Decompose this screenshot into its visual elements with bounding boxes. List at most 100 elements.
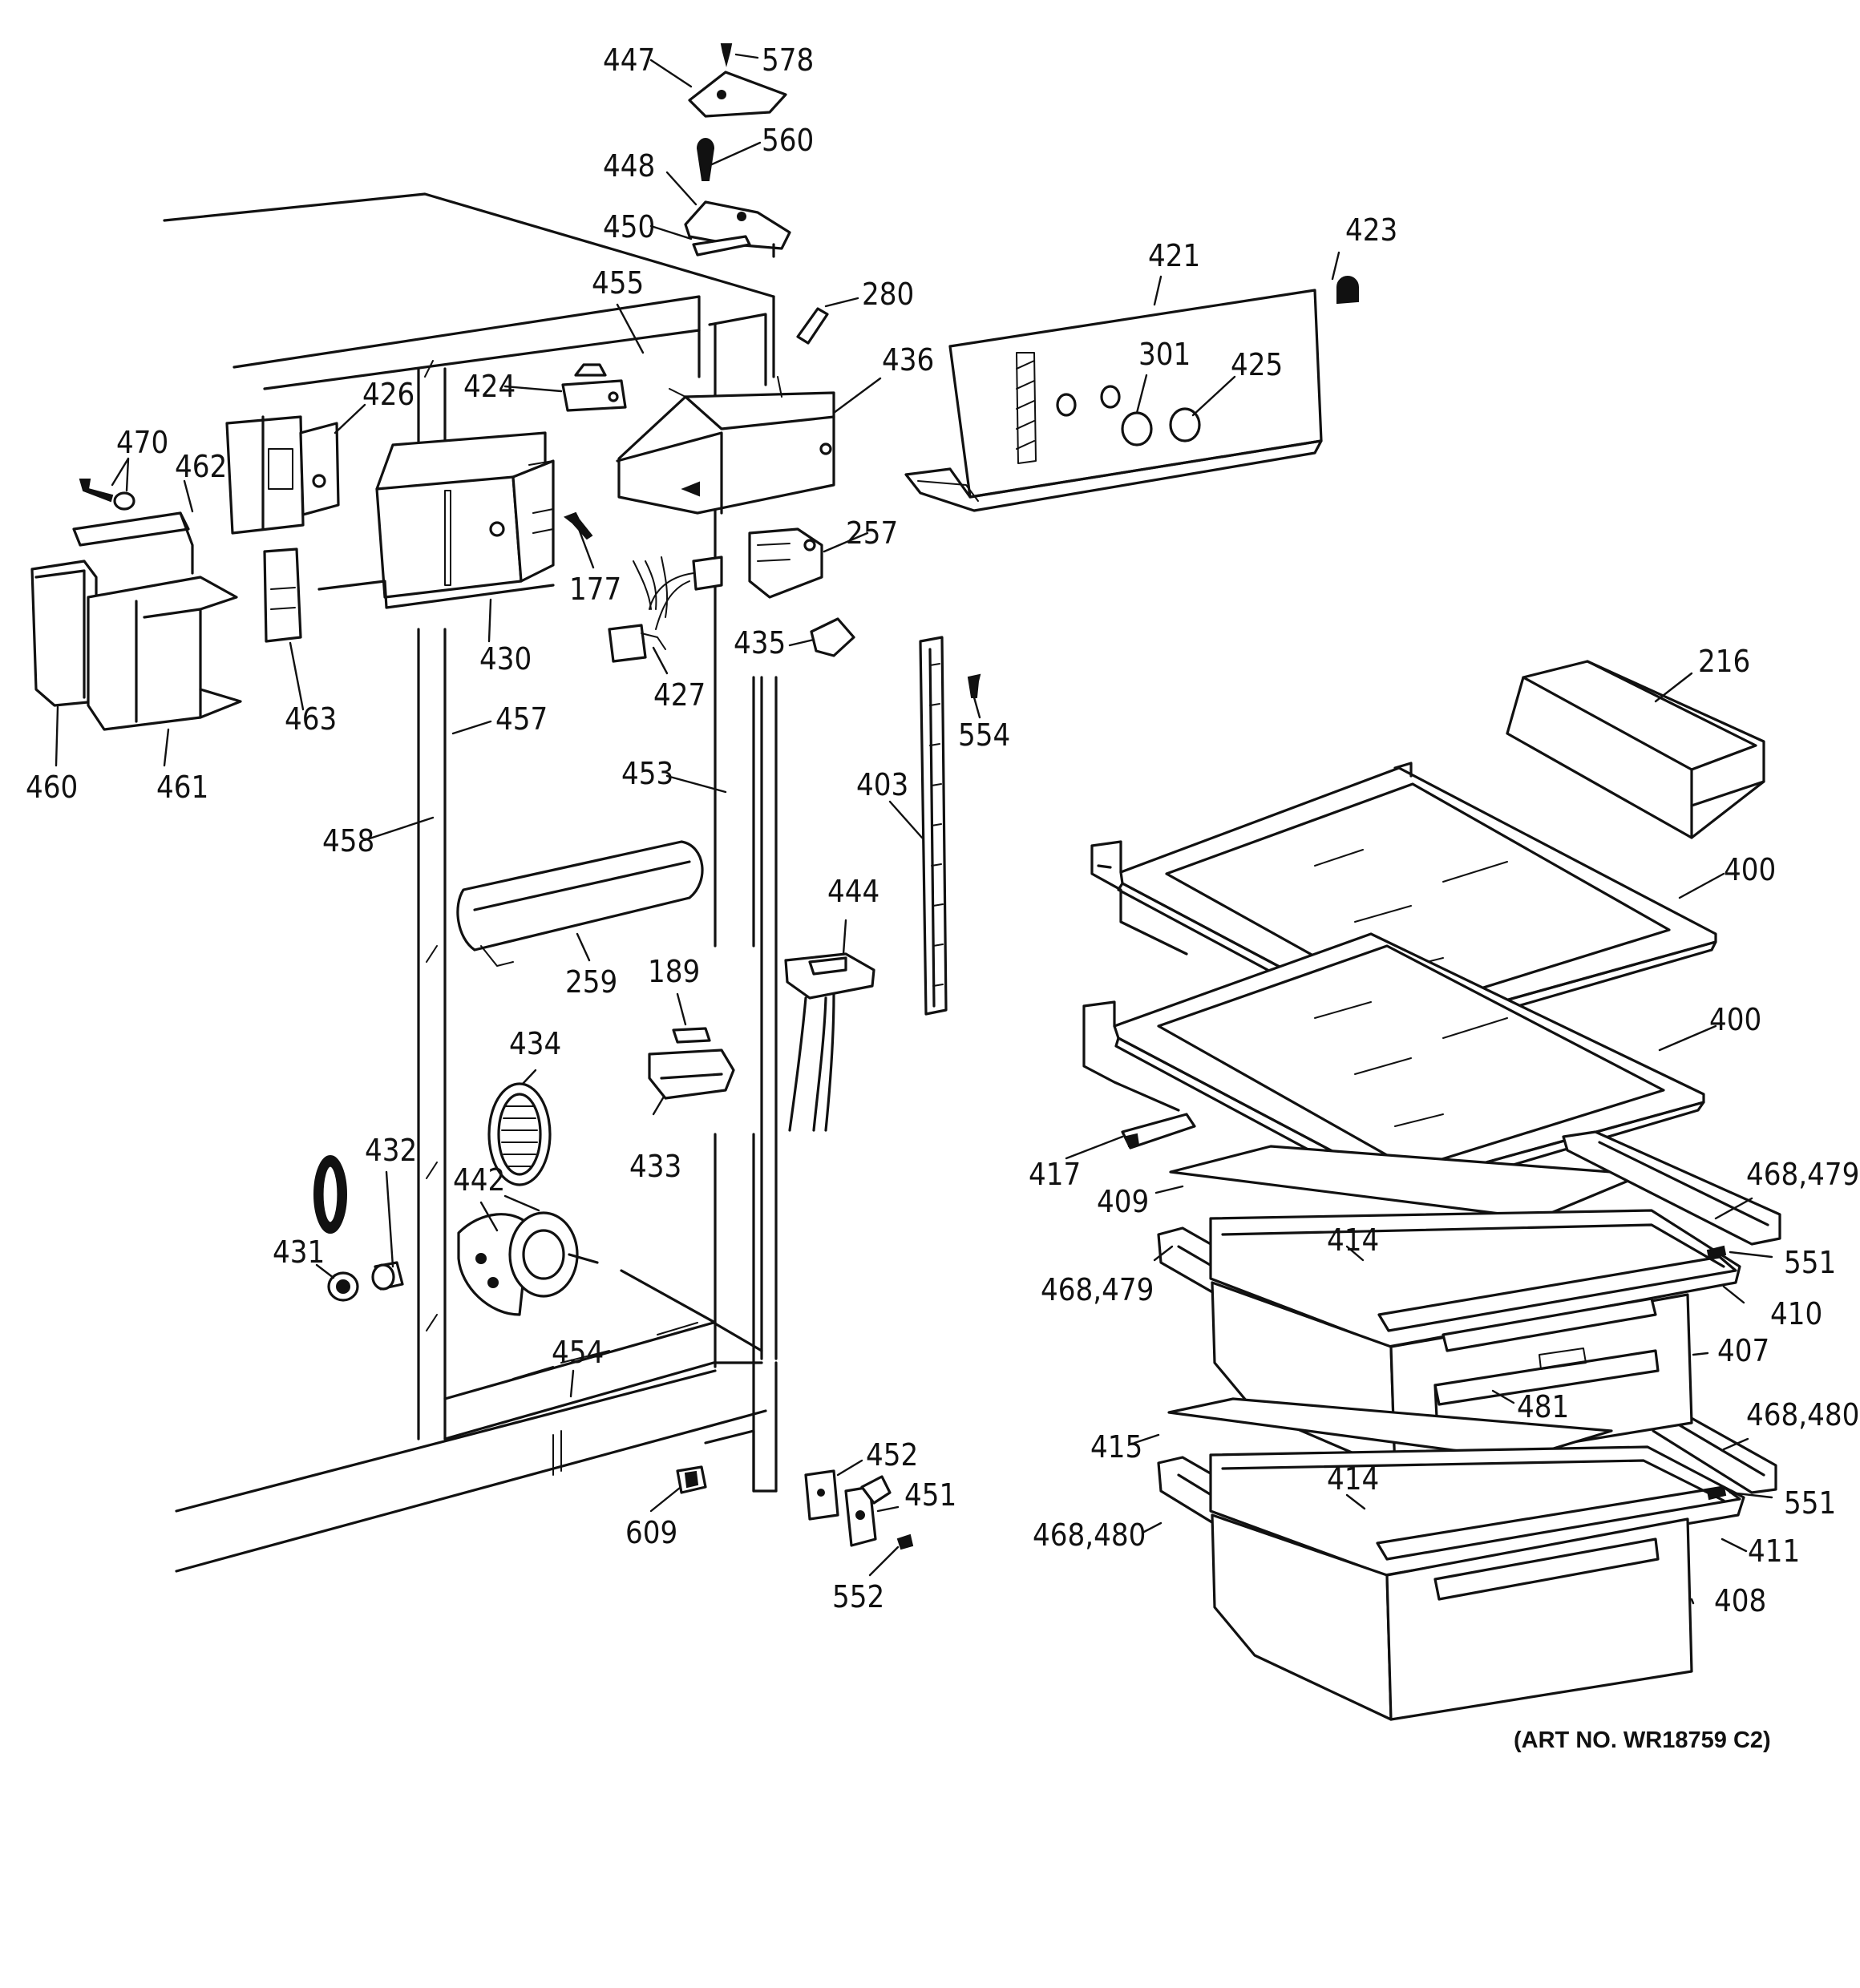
housing-436 — [616, 376, 835, 515]
knob-425 — [1169, 407, 1201, 442]
bracket-430 — [317, 431, 555, 609]
label-407: 407 — [1717, 1333, 1769, 1368]
screw-470 — [79, 479, 114, 503]
label-427: 427 — [653, 677, 706, 713]
label-409: 409 — [1097, 1184, 1149, 1219]
label-468-479-right: 468,479 — [1746, 1157, 1859, 1192]
screw-551-upper — [1706, 1245, 1727, 1260]
label-433: 433 — [629, 1149, 681, 1184]
label-462: 462 — [175, 449, 227, 484]
label-435: 435 — [734, 625, 786, 661]
label-403: 403 — [856, 767, 908, 802]
part-609 — [676, 1465, 707, 1494]
label-455: 455 — [592, 265, 644, 301]
label-453: 453 — [621, 756, 673, 791]
hinge-cover-447 — [688, 71, 787, 118]
label-468-480-left: 468,480 — [1033, 1517, 1146, 1553]
control-panel-421 — [904, 289, 1323, 512]
part-444 — [784, 952, 875, 1132]
switch-424 — [561, 363, 627, 412]
screw-552 — [896, 1533, 914, 1550]
harness-427 — [608, 556, 723, 663]
label-177: 177 — [569, 572, 621, 607]
label-426: 426 — [362, 377, 414, 412]
cabinet-frame — [163, 192, 778, 1573]
label-424: 424 — [463, 369, 516, 404]
label-436: 436 — [882, 342, 934, 378]
label-259: 259 — [565, 964, 617, 1000]
label-280: 280 — [862, 277, 914, 312]
label-450: 450 — [603, 209, 655, 244]
label-457: 457 — [495, 701, 548, 737]
cover-409 — [1169, 1145, 1645, 1220]
cover-415 — [1167, 1397, 1613, 1461]
label-460: 460 — [26, 770, 78, 805]
grille-434 — [487, 1082, 552, 1186]
bracket-460 — [30, 560, 98, 707]
label-411: 411 — [1748, 1533, 1800, 1569]
screw-554 — [967, 673, 981, 698]
label-448: 448 — [603, 148, 655, 184]
art-number-caption: (ART NO. WR18759 C2) — [1514, 1727, 1771, 1753]
rail-481 — [1433, 1349, 1660, 1406]
strip-403 — [919, 636, 948, 1016]
label-463: 463 — [285, 701, 337, 737]
label-551-upper: 551 — [1784, 1245, 1836, 1280]
leader-lines — [55, 53, 1773, 1605]
label-451: 451 — [904, 1477, 956, 1513]
screw-177 — [563, 511, 593, 540]
shim-450 — [692, 235, 751, 257]
label-430: 430 — [479, 641, 532, 677]
part-433 — [648, 1049, 735, 1100]
bin-216 — [1506, 660, 1765, 839]
label-414-lower: 414 — [1327, 1461, 1379, 1497]
label-560: 560 — [762, 123, 814, 158]
bracket-463 — [263, 548, 302, 643]
label-410: 410 — [1770, 1296, 1822, 1331]
label-408: 408 — [1714, 1583, 1766, 1618]
label-461: 461 — [156, 770, 208, 805]
label-481: 481 — [1517, 1389, 1569, 1424]
hinge-assembly — [684, 43, 791, 258]
label-442: 442 — [453, 1162, 505, 1198]
label-417: 417 — [1029, 1157, 1081, 1192]
label-216: 216 — [1698, 644, 1750, 679]
label-257: 257 — [846, 515, 898, 551]
label-554: 554 — [958, 717, 1010, 753]
screw-551-lower — [1706, 1485, 1727, 1501]
pin-280 — [796, 307, 829, 345]
bracket-group-left — [30, 479, 302, 731]
bracket-461 — [87, 576, 238, 731]
label-578: 578 — [762, 42, 814, 78]
screw-560 — [696, 138, 715, 181]
label-552: 552 — [832, 1579, 884, 1614]
label-415: 415 — [1090, 1429, 1142, 1465]
label-468-479-left: 468,479 — [1041, 1272, 1154, 1307]
drawer-408 — [1209, 1445, 1745, 1721]
label-458: 458 — [322, 823, 374, 859]
label-431: 431 — [273, 1234, 325, 1270]
label-444: 444 — [827, 874, 879, 909]
label-421: 421 — [1148, 238, 1200, 273]
bracket-426 — [225, 415, 340, 535]
knob-301 — [1121, 411, 1153, 446]
part-435 — [810, 617, 855, 657]
cover-259 — [456, 840, 704, 967]
label-609: 609 — [625, 1515, 677, 1550]
label-423: 423 — [1345, 212, 1397, 248]
label-301: 301 — [1138, 337, 1191, 372]
screw-578 — [720, 43, 733, 67]
label-425: 425 — [1231, 347, 1283, 382]
label-432: 432 — [365, 1133, 417, 1168]
label-551-lower: 551 — [1784, 1485, 1836, 1521]
hinge-448 — [684, 200, 791, 250]
label-452: 452 — [866, 1437, 918, 1473]
timer-257 — [748, 527, 823, 599]
label-468-480-right: 468,480 — [1746, 1397, 1859, 1432]
callout-labels: 447 578 560 448 450 455 280 421 423 424 … — [26, 42, 1859, 1618]
label-189: 189 — [648, 954, 700, 989]
bulb-423 — [1336, 276, 1359, 305]
sleeve-432 — [371, 1261, 404, 1291]
